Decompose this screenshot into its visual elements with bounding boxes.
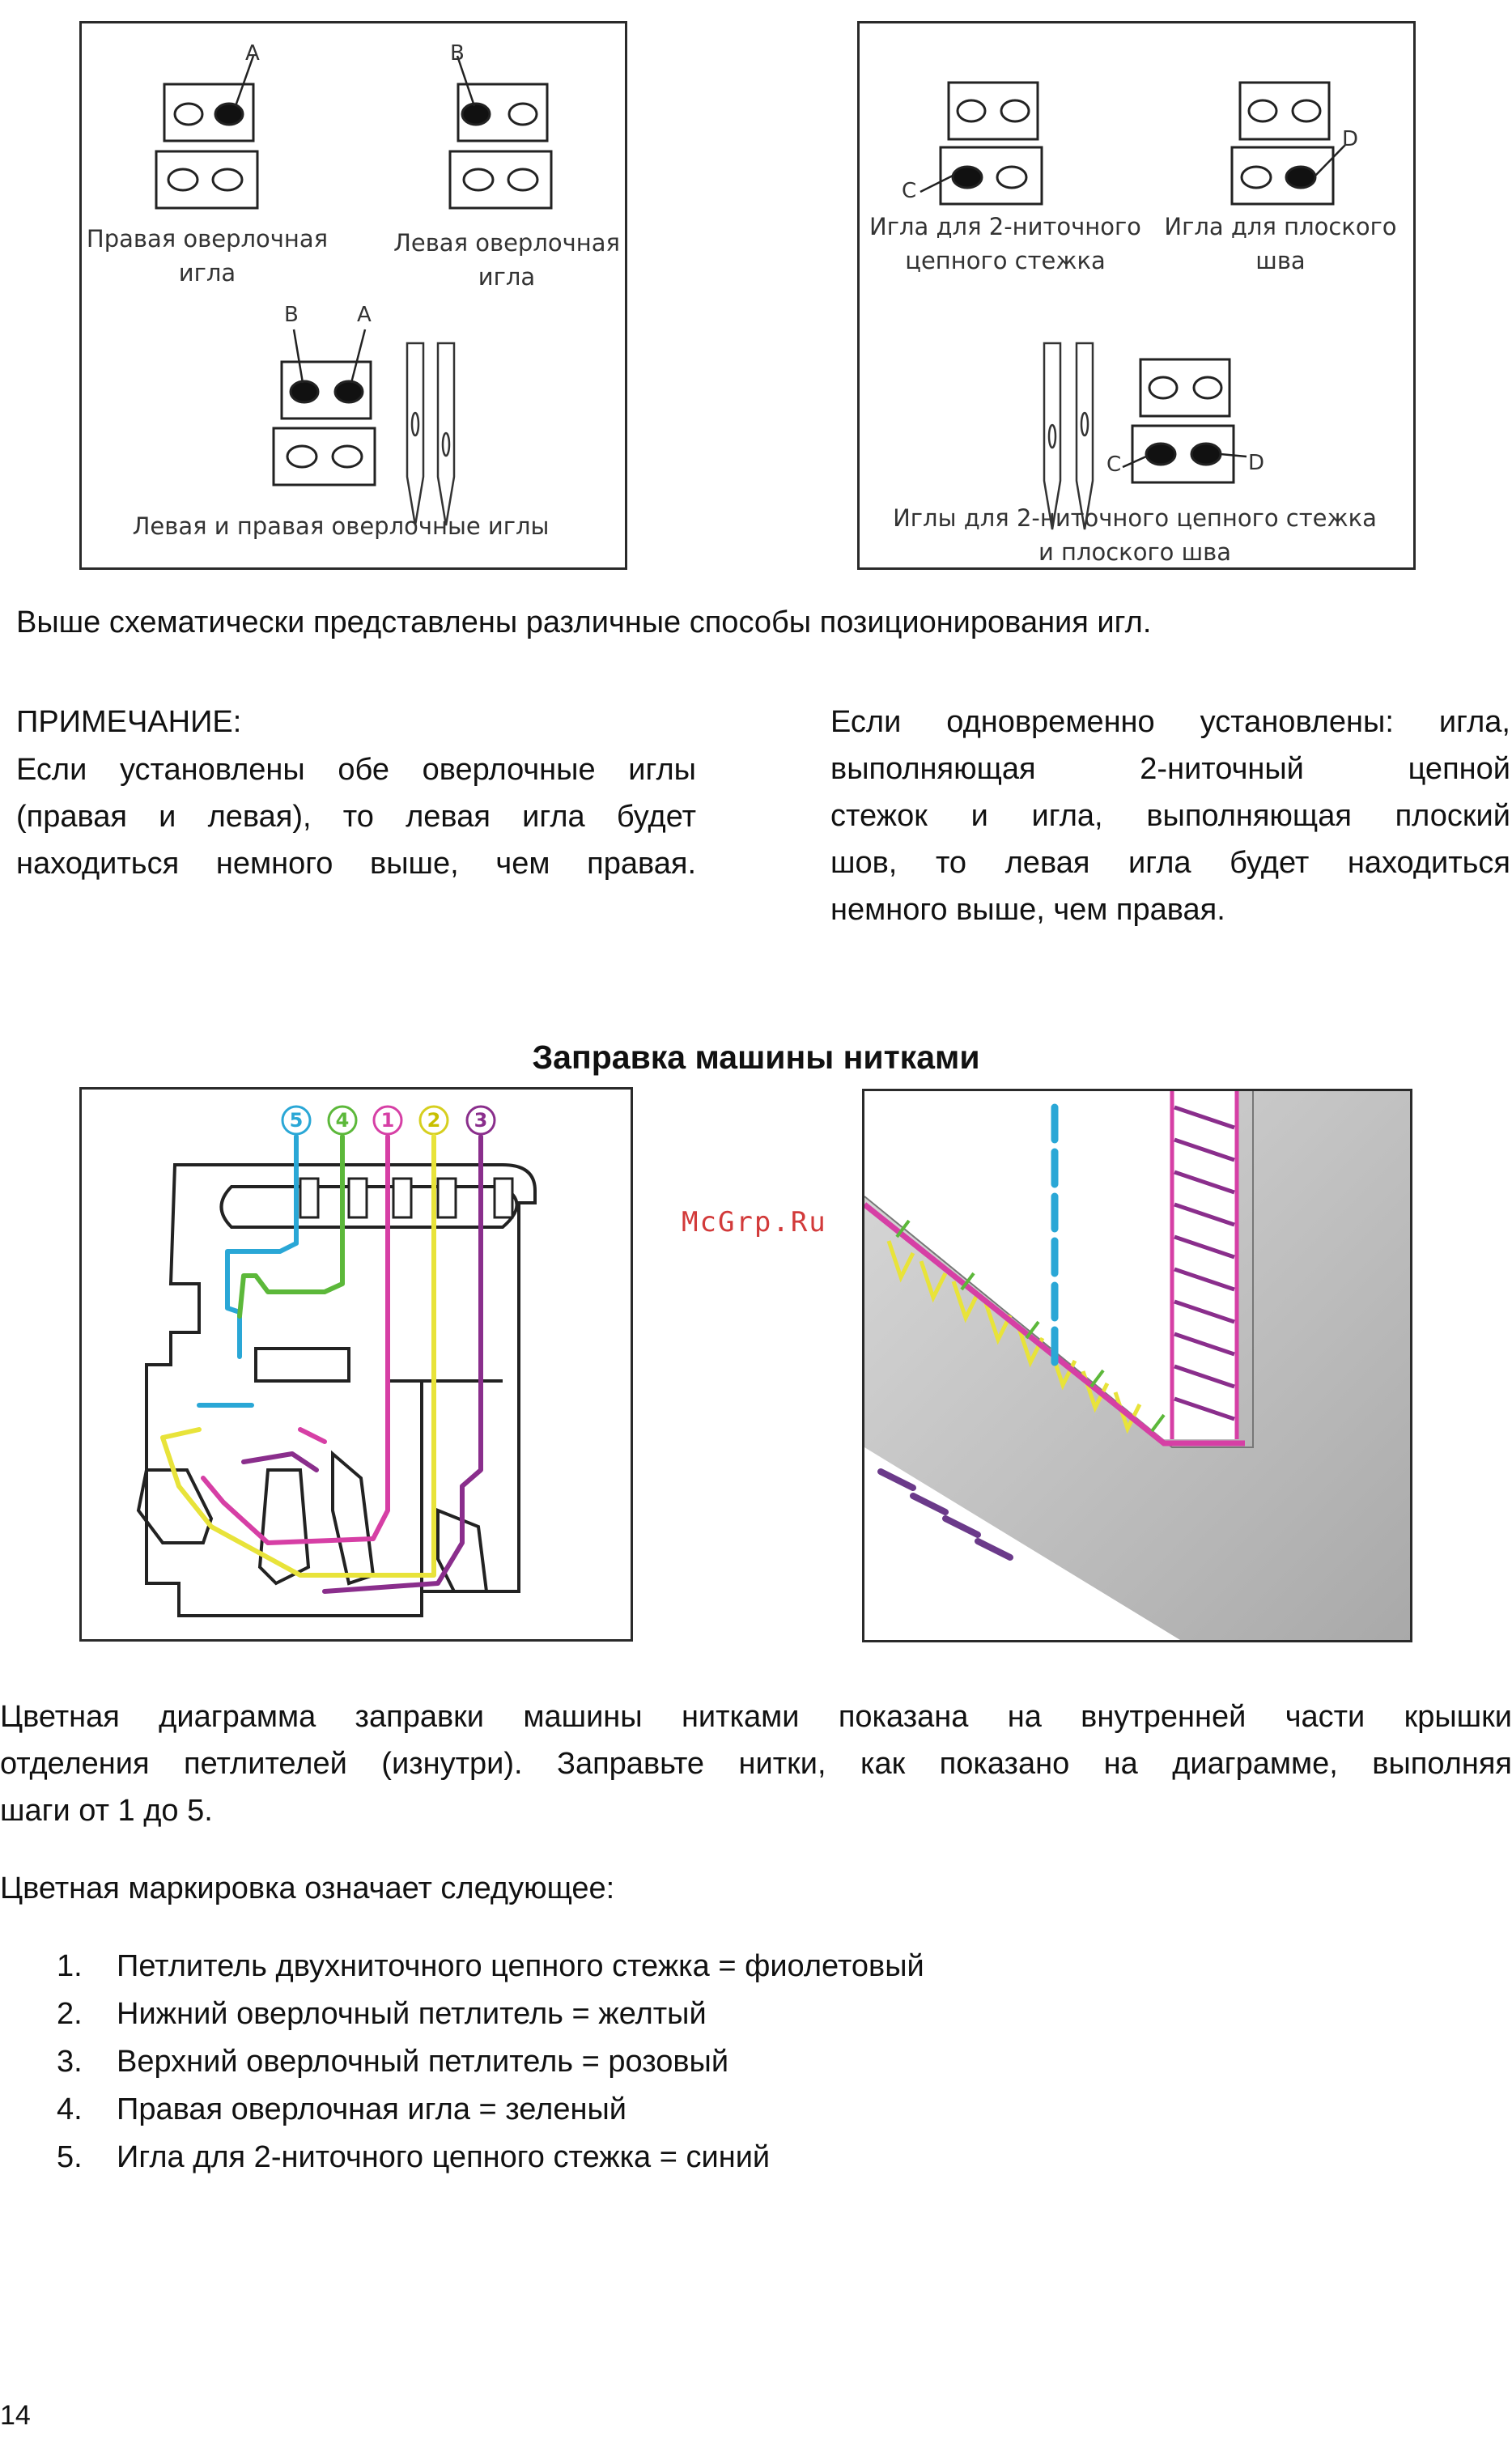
caption-right-needle-line2: игла (178, 259, 236, 287)
label-d: D (1342, 127, 1359, 151)
list-item-number: 2. (57, 1997, 83, 2031)
chain-flat-needles-diagram (920, 81, 1346, 530)
intro-text: Выше схематически представлены различные… (16, 605, 1152, 639)
section-heading: Заправка машины нитками (532, 1039, 980, 1076)
paragraph-threading-line: шаги от 1 до 5. (0, 1794, 213, 1828)
note-right-line: Если одновременно установлены: игла, (830, 705, 1510, 739)
caption-flat-needle-line1: Игла для плоского (1164, 213, 1397, 240)
note-left-line: Если установлены обе оверлочные иглы (16, 753, 696, 787)
thread-number-5: 5 (290, 1109, 304, 1132)
caption-flat-needle: Игла для плоского шва (1151, 210, 1410, 278)
caption-right-needle: Правая оверлочная игла (86, 222, 329, 290)
note-right-line: выполняющая 2-ниточный цепной (830, 752, 1510, 786)
label-c-both: C (1106, 452, 1122, 477)
watermark: McGrp.Ru (682, 1206, 827, 1238)
caption-chain-needle-line2: цепного стежка (905, 247, 1106, 274)
list-item: 3. Верхний оверлочный петлитель = розовый (57, 2038, 924, 2086)
thread-number-1: 1 (381, 1109, 395, 1132)
list-item: 2. Нижний оверлочный петлитель = желтый (57, 1990, 924, 2038)
caption-chain-flat-both: Иглы для 2-ниточного цепного стежка и пл… (876, 501, 1394, 569)
note-left: Если установлены обе оверлочные иглы (пр… (16, 746, 696, 887)
caption-chain-flat-both-line1: Иглы для 2-ниточного цепного стежка (893, 504, 1377, 532)
threading-diagram-svg: 5 4 1 2 3 (136, 1105, 537, 1617)
paragraph-threading-line: Цветная диаграмма заправки машины ниткам… (0, 1700, 1512, 1734)
caption-flat-needle-line2: шва (1255, 247, 1306, 274)
label-c: C (902, 179, 917, 203)
label-d-both: D (1248, 451, 1265, 475)
stitch-illustration-svg (864, 1091, 1410, 1640)
caption-chain-needle: Игла для 2-ниточного цепного стежка (864, 210, 1147, 278)
page-number: 14 (0, 2400, 31, 2431)
figure-overlock-needles: A B B A Правая оверлочная игла Левая ове… (79, 21, 627, 570)
figure-stitch-illustration (862, 1089, 1412, 1642)
caption-chain-flat-both-line2: и плоского шва (1038, 538, 1232, 566)
label-a-both: A (357, 303, 372, 327)
list-item-text: Петлитель двухниточного цепного стежка =… (117, 1949, 924, 1983)
note-title: ПРИМЕЧАНИЕ: (16, 705, 242, 739)
figure-threading-diagram: 5 4 1 2 3 (79, 1087, 633, 1642)
list-item-text: Игла для 2-ниточного цепного стежка = си… (117, 2140, 771, 2174)
list-item: 5. Игла для 2-ниточного цепного стежка = … (57, 2134, 924, 2181)
note-right-line: немного выше, чем правая. (830, 893, 1225, 927)
caption-left-needle: Левая оверлочная игла (389, 226, 624, 294)
list-item-number: 4. (57, 2092, 83, 2126)
list-item-number: 5. (57, 2140, 83, 2174)
label-b-both: B (284, 303, 299, 327)
thread-number-3: 3 (474, 1109, 488, 1132)
list-item-number: 3. (57, 2045, 83, 2079)
figure-chain-flat-needles: C D C D Игла для 2-ниточного цепного сте… (857, 21, 1416, 570)
caption-right-needle-line1: Правая оверлочная (86, 225, 329, 253)
note-left-line: находиться немного выше, чем правая. (16, 847, 696, 881)
list-item: 1. Петлитель двухниточного цепного стежка… (57, 1943, 924, 1990)
note-left-line: (правая и левая), то левая игла будет (16, 800, 696, 834)
list-item-text: Нижний оверлочный петлитель = желтый (117, 1997, 707, 2031)
note-right-line: шов, то левая игла будет находиться (830, 846, 1510, 880)
caption-chain-needle-line1: Игла для 2-ниточного (869, 213, 1141, 240)
note-right: Если одновременно установлены: игла, вып… (830, 699, 1510, 933)
paragraph-color-coding: Цветная маркировка означает следующее: (0, 1871, 615, 1905)
note-right-line: стежок и игла, выполняющая плоский (830, 799, 1510, 833)
thread-number-2: 2 (427, 1109, 441, 1132)
color-coding-list: 1. Петлитель двухниточного цепного стежка… (57, 1943, 924, 2181)
overlock-needles-diagram (155, 55, 553, 526)
thread-number-4: 4 (336, 1109, 350, 1132)
list-item-text: Верхний оверлочный петлитель = розовый (117, 2045, 729, 2079)
list-item: 4. Правая оверлочная игла = зеленый (57, 2086, 924, 2134)
list-item-number: 1. (57, 1949, 83, 1983)
caption-both-needles: Левая и правая оверлочные иглы (132, 512, 550, 540)
label-b: B (450, 41, 465, 66)
paragraph-threading-line: отделения петлителей (изнутри). Заправьт… (0, 1747, 1512, 1781)
caption-left-needle-line1: Левая оверлочная (393, 229, 620, 257)
caption-left-needle-line2: игла (478, 263, 536, 291)
list-item-text: Правая оверлочная игла = зеленый (117, 2092, 626, 2126)
paragraph-threading: Цветная диаграмма заправки машины ниткам… (0, 1693, 1512, 1834)
label-a: A (245, 41, 260, 66)
